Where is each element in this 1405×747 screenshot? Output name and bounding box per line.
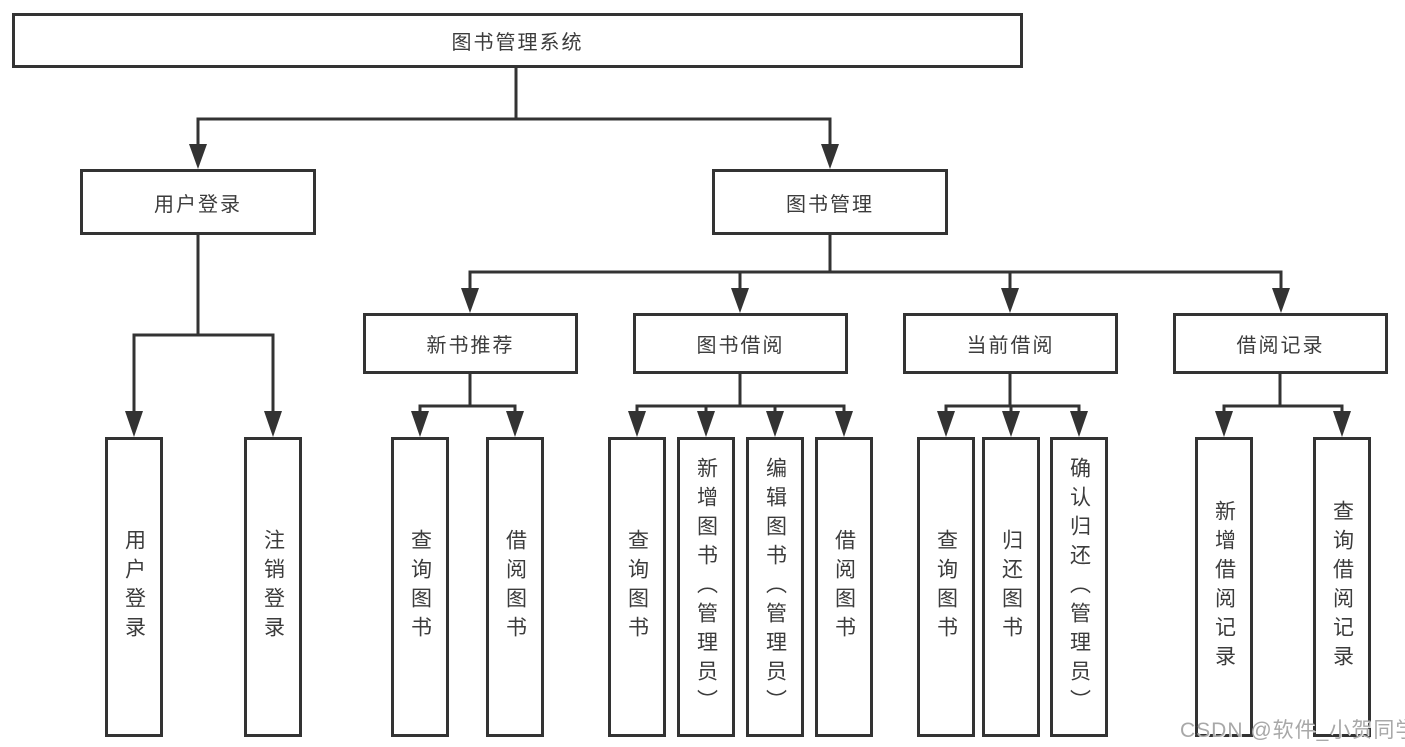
- arrowhead-icon: [835, 411, 853, 437]
- arrowhead-icon: [1215, 411, 1233, 437]
- leaf-recommend-borrow-books: 借阅图书: [486, 437, 544, 737]
- leaf-records-add-record: 新增借阅记录: [1195, 437, 1253, 737]
- node-new-book-recommend: 新书推荐: [363, 313, 578, 374]
- arrowhead-icon: [731, 288, 749, 313]
- arrowhead-icon: [506, 411, 524, 437]
- leaf-borrowing-borrow-books: 借阅图书: [815, 437, 873, 737]
- node-borrowing-records: 借阅记录: [1173, 313, 1388, 374]
- watermark: CSDN @软件_小贺同学: [1180, 719, 1405, 742]
- leaf-borrowing-edit-books-admin: 编辑图书（管理员）: [746, 437, 804, 737]
- node-book-management: 图书管理: [712, 169, 948, 235]
- arrowhead-icon: [264, 411, 282, 437]
- node-current-borrowing: 当前借阅: [903, 313, 1118, 374]
- leaf-borrowing-add-books-admin: 新增图书（管理员）: [677, 437, 735, 737]
- arrowhead-icon: [821, 144, 839, 169]
- leaf-logout: 注销登录: [244, 437, 302, 737]
- arrowhead-icon: [937, 411, 955, 437]
- leaf-records-query-record: 查询借阅记录: [1313, 437, 1371, 737]
- leaf-current-return-books: 归还图书: [982, 437, 1040, 737]
- leaf-user-login: 用户登录: [105, 437, 163, 737]
- arrowhead-icon: [766, 411, 784, 437]
- leaf-recommend-query-books: 查询图书: [391, 437, 449, 737]
- connector-borrowing-records-to-leaves: [1222, 370, 1344, 415]
- arrowhead-icon: [461, 288, 479, 313]
- arrowhead-icon: [1333, 411, 1351, 437]
- arrowheads: [125, 144, 1351, 437]
- node-user-login: 用户登录: [80, 169, 316, 235]
- connector-root-to-level2: [196, 66, 832, 148]
- node-root: 图书管理系统: [12, 13, 1023, 68]
- arrowhead-icon: [1272, 288, 1290, 313]
- arrowhead-icon: [1070, 411, 1088, 437]
- arrowhead-icon: [411, 411, 429, 437]
- connector-current-borrowing-to-leaves: [944, 370, 1081, 415]
- connector-book-management-to-level3: [468, 231, 1283, 292]
- leaf-current-confirm-return-admin: 确认归还（管理员）: [1050, 437, 1108, 737]
- arrowhead-icon: [125, 411, 143, 437]
- arrowhead-icon: [1001, 288, 1019, 313]
- arrowhead-icon: [189, 144, 207, 169]
- connector-user-login-to-leaves: [132, 231, 275, 415]
- arrowhead-icon: [628, 411, 646, 437]
- arrowhead-icon: [697, 411, 715, 437]
- connector-book-borrowing-to-leaves: [635, 370, 846, 415]
- connector-new-book-recommend-to-leaves: [418, 370, 517, 415]
- leaf-current-query-books: 查询图书: [917, 437, 975, 737]
- arrowhead-icon: [1002, 411, 1020, 437]
- node-book-borrowing: 图书借阅: [633, 313, 848, 374]
- leaf-borrowing-query-books: 查询图书: [608, 437, 666, 737]
